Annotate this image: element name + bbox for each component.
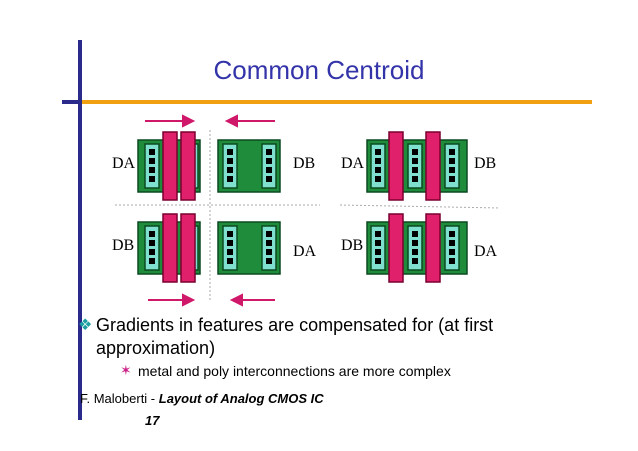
device-tr-gate-1 — [425, 131, 441, 201]
device-br-s0-strip — [370, 225, 386, 271]
device-bl-s3-contact — [266, 240, 272, 246]
device-tl-s2-contact — [227, 158, 233, 164]
device-tr-s0-contact — [375, 176, 381, 182]
device-tl-gate-0 — [162, 131, 178, 201]
label-tl-left: DA — [112, 155, 136, 172]
label-br-right: DA — [474, 243, 498, 260]
device-br-s2-strip — [444, 225, 460, 271]
device-tr-s1-contact — [412, 176, 418, 182]
device-bl-s0-contact — [149, 258, 155, 264]
device-tr-s1-strip — [407, 143, 423, 189]
slide-title: Common Centroid — [213, 55, 425, 85]
device-br-s2-contact — [449, 231, 455, 237]
device-tr-s2-strip — [444, 143, 460, 189]
main-bullet-text: Gradients in features are compensated fo… — [96, 315, 494, 358]
device-tl-s3-contact — [266, 158, 272, 164]
device-br-s2-contact — [449, 249, 455, 255]
page-number: 17 — [145, 413, 160, 428]
device-tl-s3-strip — [261, 143, 277, 189]
device-br-gate-1 — [425, 213, 441, 283]
device-br-s0-contact — [375, 258, 381, 264]
label-tr-left: DA — [341, 155, 365, 172]
device-tl-s2-contact — [227, 167, 233, 173]
device-br-s1-strip — [407, 225, 423, 271]
device-bl-gate-0 — [162, 213, 178, 283]
asterisk-bullet-icon: ✶ — [120, 362, 132, 378]
device-tl-s2-strip — [222, 143, 238, 189]
diamond-bullet-icon: ❖ — [78, 317, 93, 334]
device-bl-s3-contact — [266, 231, 272, 237]
device-br-s2-contact — [449, 240, 455, 246]
label-bl-left: DB — [112, 237, 135, 254]
device-br-s1-contact — [412, 231, 418, 237]
sub-bullet-text: metal and poly interconnections are more… — [138, 363, 451, 379]
device-br-s1-contact — [412, 240, 418, 246]
device-tl-gate-1 — [180, 131, 196, 201]
label-tr-right: DB — [474, 155, 497, 172]
footer-author: F. Maloberti - — [80, 391, 159, 406]
device-tr-s1-contact — [412, 158, 418, 164]
device-br-s1-contact — [412, 258, 418, 264]
device-bl-s3-contact — [266, 249, 272, 255]
device-bl-s0-contact — [149, 249, 155, 255]
device-tl-s3-contact — [266, 176, 272, 182]
device-tr-s1-contact — [412, 167, 418, 173]
device-bl-s0-contact — [149, 231, 155, 237]
device-bl-s3-contact — [266, 258, 272, 264]
device-bl-gate-1 — [180, 213, 196, 283]
device-br-s0-contact — [375, 240, 381, 246]
device-br-s1-contact — [412, 249, 418, 255]
device-bl-s2-contact — [227, 258, 233, 264]
device-br-s0-contact — [375, 249, 381, 255]
device-tr-s0-strip — [370, 143, 386, 189]
footer-title: Layout of Analog CMOS IC — [158, 391, 324, 406]
device-tr-gate-0 — [388, 131, 404, 201]
device-tl-s2-contact — [227, 176, 233, 182]
slide-frame — [62, 40, 592, 420]
separator-lines — [115, 130, 501, 300]
label-tl-right: DB — [293, 155, 316, 172]
footer: F. Maloberti - Layout of Analog CMOS IC — [80, 391, 324, 406]
device-tr-s2-contact — [449, 167, 455, 173]
main-bullet: ❖ Gradients in features are compensated … — [78, 314, 566, 360]
device-tl-s3-contact — [266, 167, 272, 173]
device-br-s0-contact — [375, 231, 381, 237]
device-tl-s0-contact — [149, 167, 155, 173]
transistor-array — [137, 131, 468, 283]
device-tr-s0-contact — [375, 158, 381, 164]
device-tr-s2-contact — [449, 158, 455, 164]
device-bl-s2-contact — [227, 240, 233, 246]
device-tl-s3-contact — [266, 149, 272, 155]
device-tl-s0-contact — [149, 158, 155, 164]
sub-bullet: ✶ metal and poly interconnections are mo… — [120, 362, 451, 379]
gradient-arrows — [145, 114, 275, 307]
device-bl-s2-contact — [227, 249, 233, 255]
device-bl-s2-strip — [222, 225, 238, 271]
device-tl-s0-strip — [144, 143, 160, 189]
label-br-left: DB — [341, 237, 364, 254]
device-tl-s0-contact — [149, 176, 155, 182]
device-tl-s2-contact — [227, 149, 233, 155]
device-tl-s0-contact — [149, 149, 155, 155]
device-tr-s2-contact — [449, 176, 455, 182]
device-bl-s2-contact — [227, 231, 233, 237]
device-tr-s2-contact — [449, 149, 455, 155]
device-bl-s0-contact — [149, 240, 155, 246]
device-br-s2-contact — [449, 258, 455, 264]
device-br-gate-0 — [388, 213, 404, 283]
device-tr-s0-contact — [375, 149, 381, 155]
label-bl-right: DA — [293, 243, 317, 260]
device-tr-s1-contact — [412, 149, 418, 155]
device-bl-s0-strip — [144, 225, 160, 271]
device-tr-s0-contact — [375, 167, 381, 173]
device-bl-s3-strip — [261, 225, 277, 271]
